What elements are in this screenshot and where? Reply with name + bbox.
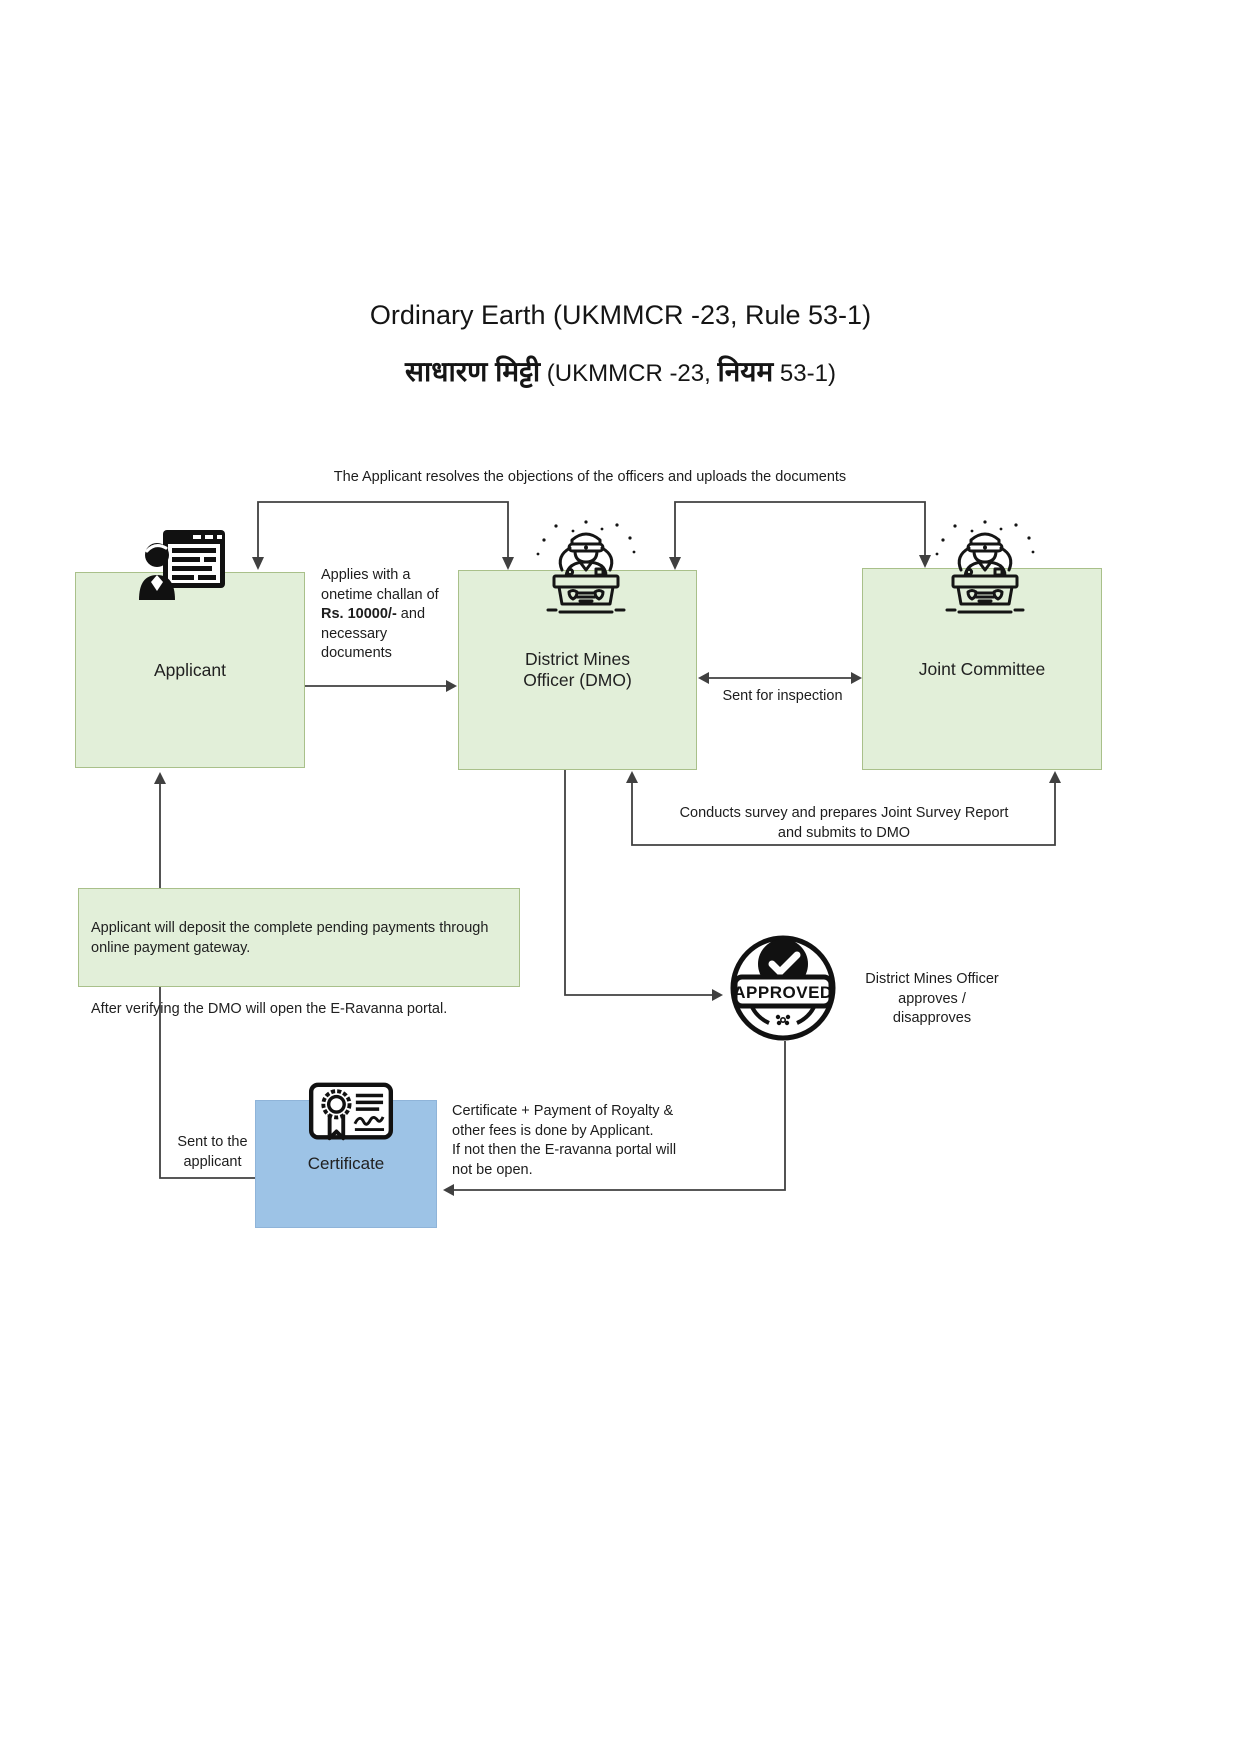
connector-resolve-dmo-jc	[669, 501, 931, 570]
connector-applies-arrow	[305, 680, 457, 692]
certificate-payment-label: Certificate + Payment of Royalty & other…	[452, 1103, 677, 1178]
survey-report-label: Conducts survey and prepares Joint Surve…	[679, 805, 1009, 841]
joint-committee-label: Joint Committee	[918, 658, 1046, 679]
dmo-label: District Mines Officer (DMO)	[523, 649, 632, 690]
connector-resolve-applicant-dmo	[252, 501, 514, 570]
connector-stamp-to-certificate	[443, 1041, 786, 1196]
person-browser-icon	[139, 530, 225, 600]
payment-note-para2: After verifying the DMO will open the E-…	[91, 1001, 448, 1018]
applies-text-pre: Applies with a onetime challan of	[321, 567, 439, 603]
connector-survey-report	[626, 771, 1061, 846]
certificate-ribbon-icon	[308, 1082, 394, 1141]
page-title: Ordinary Earth (UKMMCR -23, Rule 53-1)	[369, 300, 872, 330]
resolve-objections-label: The Applicant resolves the objections of…	[333, 469, 847, 485]
connector-inspection-double-arrow	[698, 672, 862, 684]
subtitle-hindi-1: साधारण मिट्टी	[405, 356, 541, 387]
payment-note-box: Applicant will deposit the complete pend…	[78, 888, 520, 1017]
dmo-node: District Mines Officer (DMO)	[458, 570, 697, 770]
page-subtitle: साधारण मिट्टी (UKMMCR -23, नियम 53-1)	[0, 352, 1241, 390]
connector-dmo-to-stamp	[564, 770, 723, 1001]
officer-desk-icon	[536, 520, 636, 614]
applies-amount: Rs. 10000/-	[321, 606, 397, 623]
certificate-label: Certificate	[307, 1154, 385, 1173]
approved-stamp-text: APPROVED	[733, 983, 832, 1002]
subtitle-hindi-2: नियम	[717, 356, 774, 387]
sent-to-applicant-label: Sent to the applicant	[177, 1134, 248, 1170]
applies-text-post: and necessary documents	[321, 606, 426, 662]
applies-challan-label: Applies with a onetime challan of Rs. 10…	[321, 566, 451, 664]
applicant-node: Applicant	[75, 572, 305, 768]
payment-note-para1: Applicant will deposit the complete pend…	[91, 919, 489, 957]
sent-for-inspection-label: Sent for inspection	[722, 688, 843, 704]
applicant-label: Applicant	[154, 659, 226, 680]
officer-desk-icon	[935, 520, 1035, 614]
subtitle-latin-2: 53-1)	[773, 360, 836, 387]
approved-stamp-icon: APPROVED	[730, 935, 836, 1041]
stamp-flower-ornament	[775, 1014, 791, 1026]
subtitle-latin-1: (UKMMCR -23,	[540, 360, 718, 387]
dmo-approval-label: District Mines Officer approves / disapp…	[865, 971, 999, 1027]
